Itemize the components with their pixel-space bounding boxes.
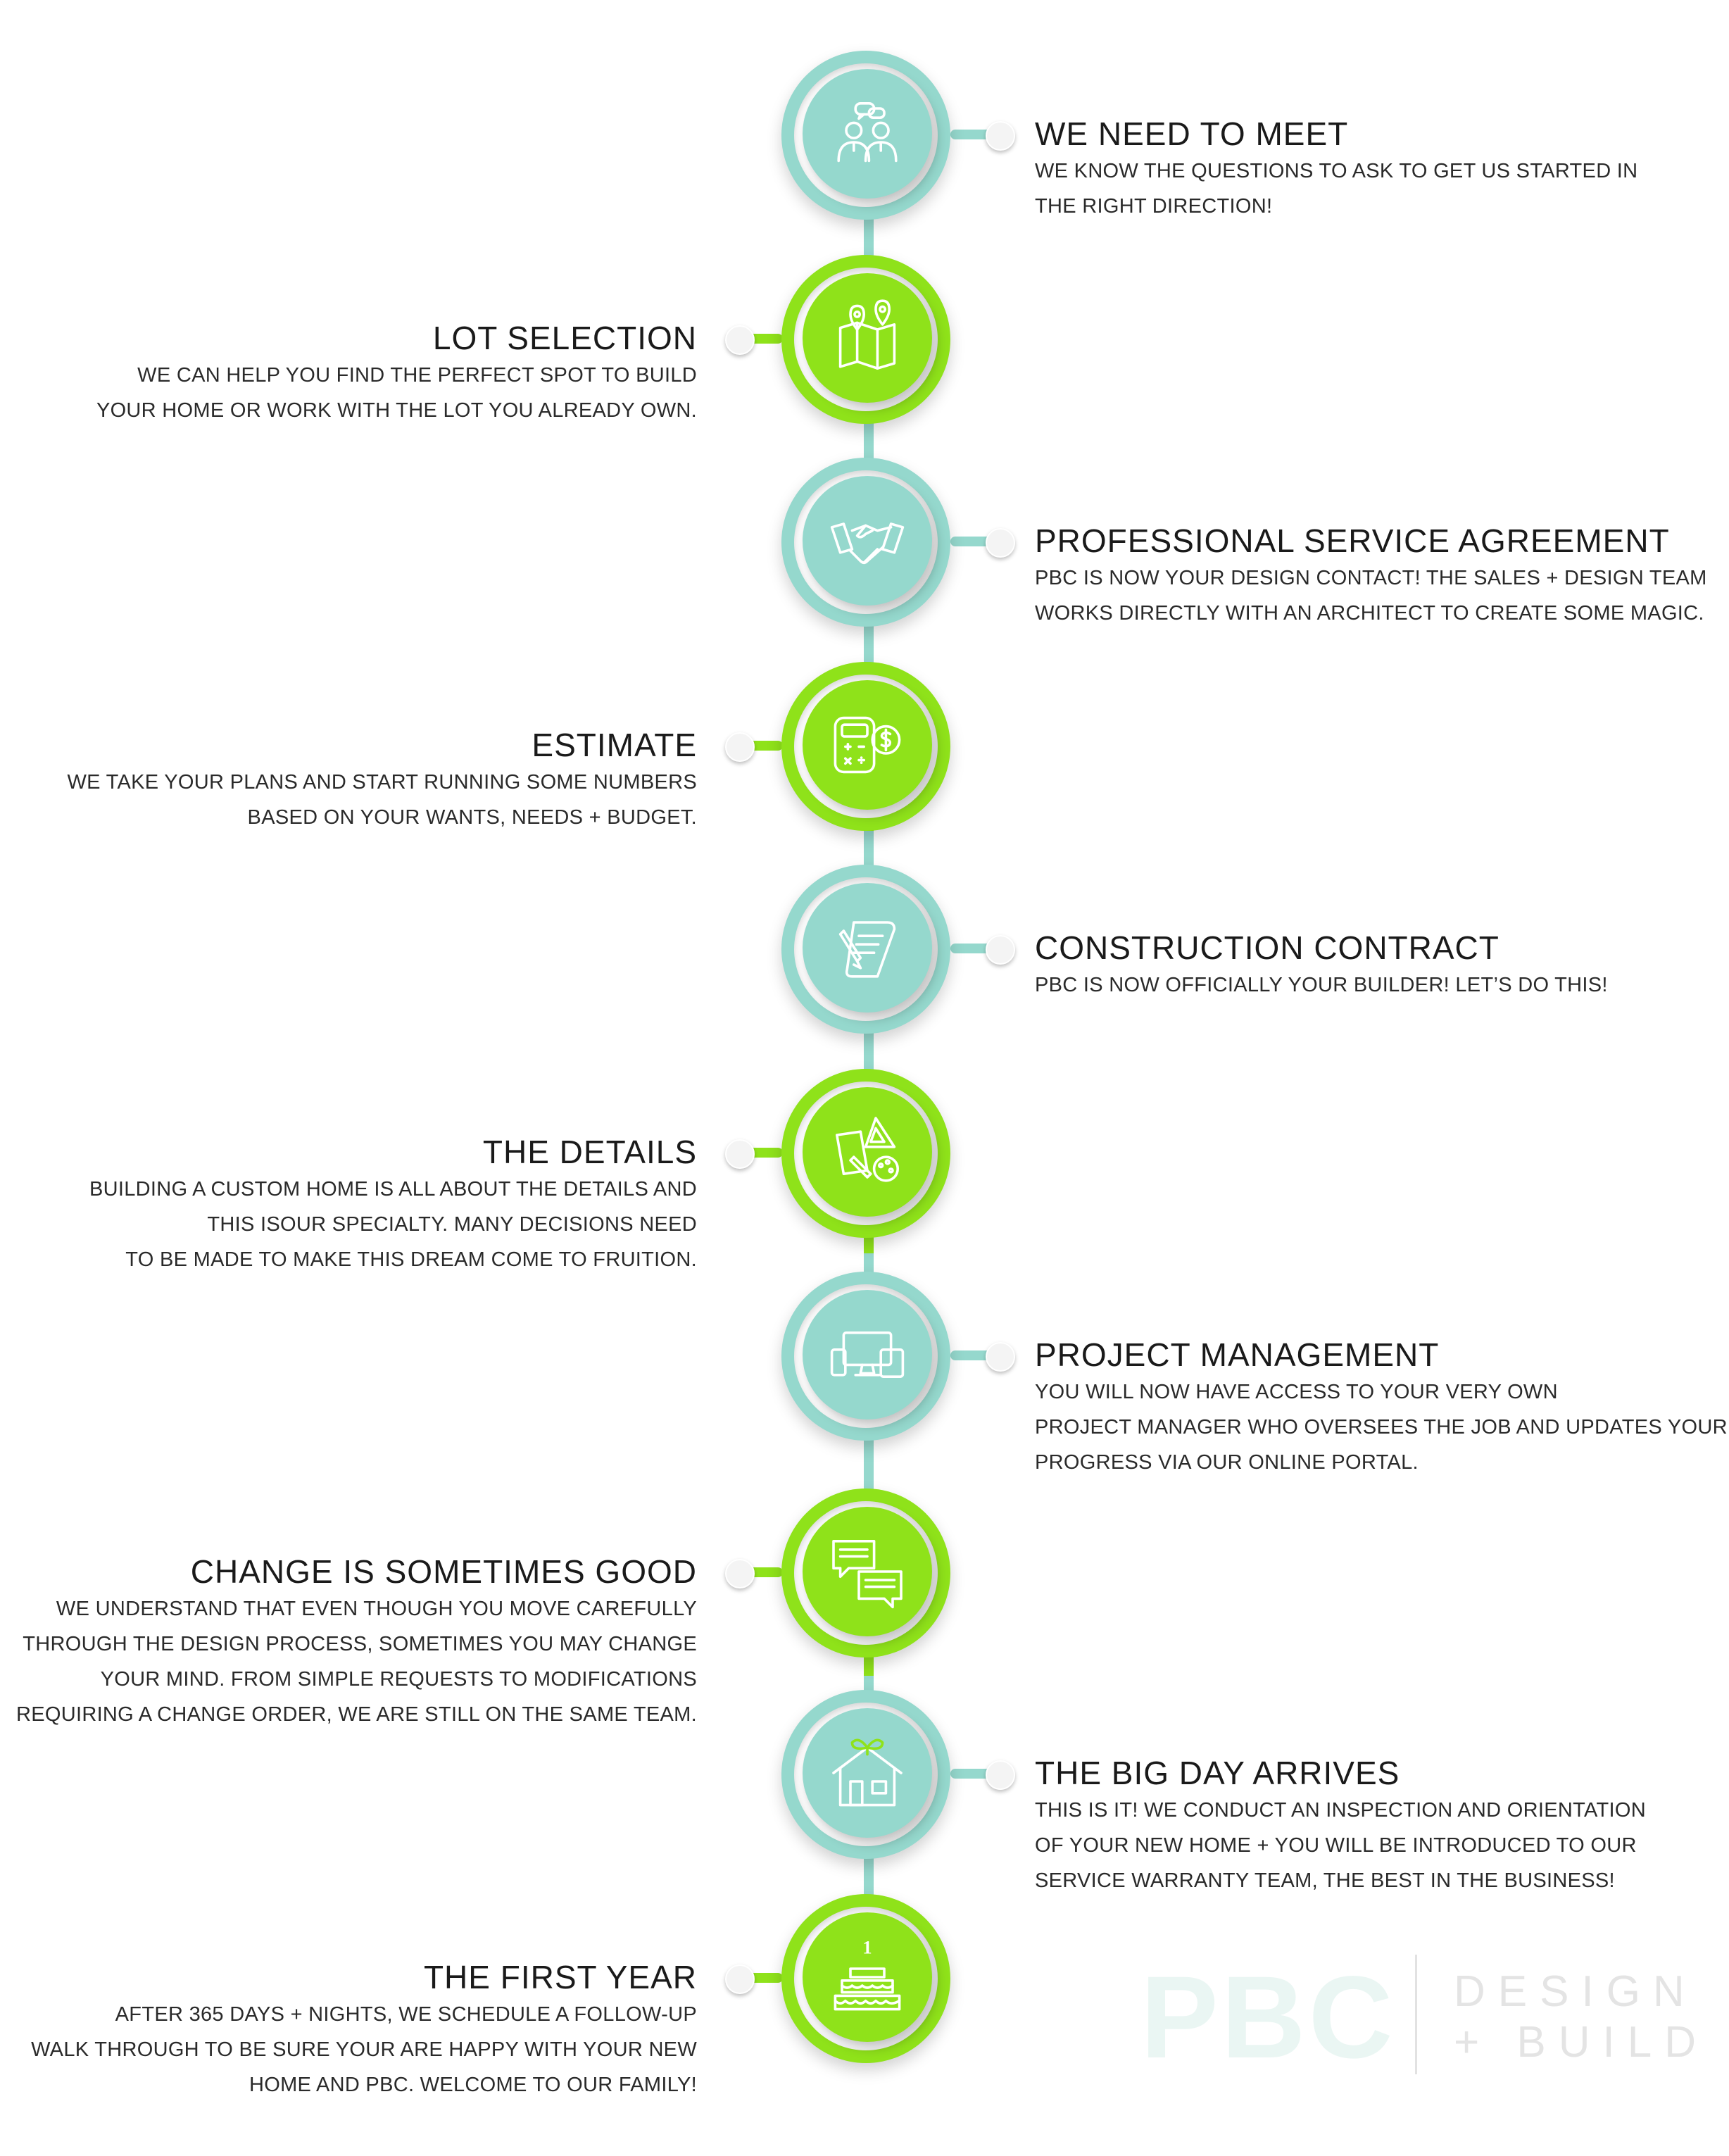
step-text: THE DETAILS BUILDING A CUSTOM HOME IS AL… (89, 1132, 697, 1277)
step-description: BASED ON YOUR WANTS, NEEDS + BUDGET. (247, 806, 697, 829)
logo-brand: PBC (1140, 1953, 1396, 2083)
step-text: ESTIMATE WE TAKE YOUR PLANS AND START RU… (67, 725, 697, 835)
step-node (781, 51, 950, 220)
timeline-step-construction-contract: CONSTRUCTION CONTRACT PBC IS NOW OFFICIA… (0, 858, 1729, 1041)
step-description: AFTER 365 DAYS + NIGHTS, WE SCHEDULE A F… (115, 2003, 697, 2026)
logo-divider (1415, 1955, 1417, 2074)
step-description: PBC IS NOW YOUR DESIGN CONTACT! THE SALE… (1035, 567, 1707, 589)
step-title: PROJECT MANAGEMENT (1035, 1336, 1440, 1373)
step-text: WE NEED TO MEET WE KNOW THE QUESTIONS TO… (1035, 114, 1637, 224)
step-knob (986, 1342, 1015, 1372)
step-description: SERVICE WARRANTY TEAM, THE BEST IN THE B… (1035, 1869, 1615, 1892)
step-description: THIS IS IT! WE CONDUCT AN INSPECTION AND… (1035, 1799, 1646, 1822)
step-title: WE NEED TO MEET (1035, 115, 1349, 152)
chat-bubbles-icon (832, 1540, 903, 1609)
step-knob (986, 935, 1015, 965)
step-text: CONSTRUCTION CONTRACT PBC IS NOW OFFICIA… (1035, 928, 1608, 1003)
timeline-step-details: THE DETAILS BUILDING A CUSTOM HOME IS AL… (0, 1062, 1729, 1271)
step-node (781, 1488, 950, 1657)
step-description: TO BE MADE TO MAKE THIS DREAM COME TO FR… (125, 1248, 697, 1271)
step-description: WE TAKE YOUR PLANS AND START RUNNING SOM… (67, 771, 697, 794)
step-knob (986, 528, 1015, 558)
step-title: THE DETAILS (482, 1134, 697, 1170)
step-knob (725, 732, 755, 762)
step-knob (725, 1559, 755, 1588)
logo-line-design: DESIGN (1454, 1967, 1697, 2016)
step-description: REQUIRING A CHANGE ORDER, WE ARE STILL O… (15, 1703, 697, 1726)
step-title: CHANGE IS SOMETIMES GOOD (190, 1553, 697, 1590)
step-description: YOUR HOME OR WORK WITH THE LOT YOU ALREA… (96, 399, 697, 422)
step-node (781, 255, 950, 424)
step-description: WORKS DIRECTLY WITH AN ARCHITECT TO CREA… (1035, 602, 1704, 625)
step-description: WALK THROUGH TO BE SURE YOUR ARE HAPPY W… (31, 2038, 697, 2061)
step-title: THE BIG DAY ARRIVES (1035, 1755, 1400, 1791)
cake-number: 1 (862, 1936, 872, 1957)
step-text: CHANGE IS SOMETIMES GOOD WE UNDERSTAND T… (16, 1552, 697, 1732)
step-knob (986, 1760, 1015, 1790)
house-gift-icon (832, 1738, 903, 1807)
step-text: PROFESSIONAL SERVICE AGREEMENT PBC IS NO… (1035, 521, 1707, 631)
step-knob (725, 325, 755, 355)
step-title: ESTIMATE (532, 727, 697, 763)
step-text: THE BIG DAY ARRIVES THIS IS IT! WE CONDU… (1035, 1753, 1646, 1898)
step-text: LOT SELECTION WE CAN HELP YOU FIND THE P… (96, 318, 697, 428)
step-description: YOU WILL NOW HAVE ACCESS TO YOUR VERY OW… (1035, 1381, 1558, 1403)
step-description: OF YOUR NEW HOME + YOU WILL BE INTRODUCE… (1035, 1834, 1637, 1857)
step-knob (725, 1139, 755, 1169)
step-description: THROUGH THE DESIGN PROCESS, SOMETIMES YO… (23, 1633, 697, 1655)
step-knob (725, 1964, 755, 1994)
step-node (781, 662, 950, 831)
step-description: YOUR MIND. FROM SIMPLE REQUESTS TO MODIF… (100, 1668, 697, 1691)
devices-icon (830, 1331, 905, 1378)
step-title: LOT SELECTION (432, 320, 697, 356)
step-description: WE KNOW THE QUESTIONS TO ASK TO GET US S… (1035, 160, 1638, 182)
step-node: 1 (781, 1894, 950, 2063)
meeting-people-icon (837, 102, 898, 163)
timeline-step-first-year: 1 THE FIRST YEAR AFTER 365 DAYS + NIGHTS… (0, 1887, 1729, 2096)
step-description: PBC IS NOW OFFICIALLY YOUR BUILDER! LET’… (1035, 974, 1608, 996)
step-title: PROFESSIONAL SERVICE AGREEMENT (1035, 522, 1670, 559)
contract-pen-icon (838, 921, 896, 978)
timeline-step-change: CHANGE IS SOMETIMES GOOD WE UNDERSTAND T… (0, 1481, 1729, 1726)
handshake-icon (830, 522, 905, 564)
timeline-step-project-management: PROJECT MANAGEMENT YOU WILL NOW HAVE ACC… (0, 1265, 1729, 1474)
step-node (781, 458, 950, 627)
step-description: WE UNDERSTAND THAT EVEN THOUGH YOU MOVE … (56, 1598, 697, 1620)
design-tools-icon (836, 1117, 899, 1182)
logo-line-build: + BUILD (1454, 2018, 1709, 2067)
step-description: BUILDING A CUSTOM HOME IS ALL ABOUT THE … (89, 1178, 697, 1201)
step-node (781, 1690, 950, 1859)
step-description: THE RIGHT DIRECTION! (1035, 195, 1273, 218)
step-node (781, 1069, 950, 1238)
step-text: PROJECT MANAGEMENT YOU WILL NOW HAVE ACC… (1035, 1335, 1728, 1480)
timeline-step-service-agreement: PROFESSIONAL SERVICE AGREEMENT PBC IS NO… (0, 451, 1729, 634)
step-description: THIS ISOUR SPECIALTY. MANY DECISIONS NEE… (207, 1213, 697, 1236)
pbc-logo: PBC DESIGN + BUILD (1140, 1955, 1704, 2081)
calculator-dollar-icon (834, 716, 901, 774)
step-title: THE FIRST YEAR (423, 1959, 697, 1995)
step-knob (986, 121, 1015, 151)
timeline-step-big-day: THE BIG DAY ARRIVES THIS IS IT! WE CONDU… (0, 1683, 1729, 1892)
timeline-step-meet: WE NEED TO MEET WE KNOW THE QUESTIONS TO… (0, 44, 1729, 227)
birthday-cake-icon: 1 (834, 1936, 901, 2011)
step-description: PROJECT MANAGER WHO OVERSEES THE JOB AND… (1035, 1416, 1728, 1439)
map-pin-icon (838, 299, 896, 370)
step-text: THE FIRST YEAR AFTER 365 DAYS + NIGHTS, … (31, 1957, 697, 2102)
step-node (781, 1272, 950, 1441)
step-description: PROGRESS VIA OUR ONLINE PORTAL. (1035, 1451, 1419, 1474)
step-node (781, 865, 950, 1034)
timeline-step-estimate: ESTIMATE WE TAKE YOUR PLANS AND START RU… (0, 655, 1729, 838)
timeline-step-lot-selection: LOT SELECTION WE CAN HELP YOU FIND THE P… (0, 248, 1729, 431)
step-description: HOME AND PBC. WELCOME TO OUR FAMILY! (249, 2074, 697, 2096)
step-description: WE CAN HELP YOU FIND THE PERFECT SPOT TO… (137, 364, 697, 387)
step-title: CONSTRUCTION CONTRACT (1035, 929, 1499, 966)
